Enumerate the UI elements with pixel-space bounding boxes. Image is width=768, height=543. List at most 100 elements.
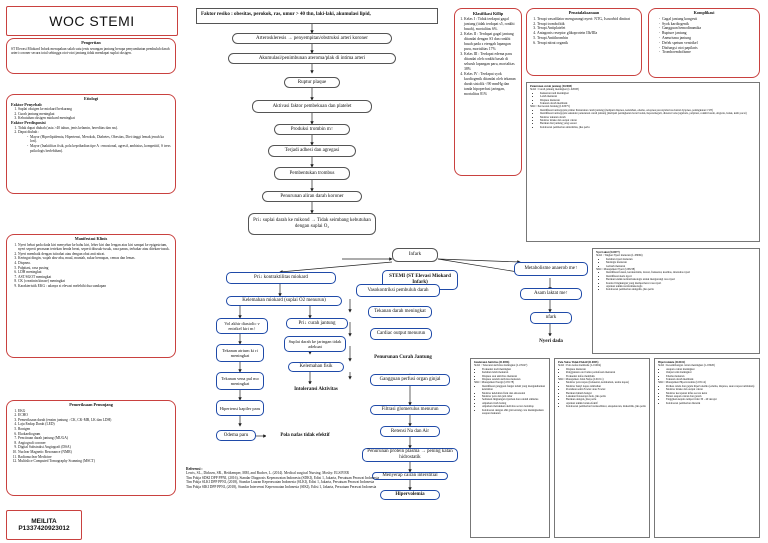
- dx-title: Hipervolemia (D.0022): [658, 361, 686, 364]
- list-item: Posisikan semi-Fowler atau Fowler: [566, 388, 646, 391]
- list-item: Tinggikan kepala tempat tidur 30 - 40 de…: [666, 398, 756, 401]
- etiologi-heading: Etiologi: [84, 96, 98, 101]
- list-item: Berikan oksigen, jika perlu: [566, 398, 646, 401]
- list-item: ECHO: [18, 413, 171, 418]
- list-item: Tekanan darah membaik: [666, 378, 756, 381]
- node-ruptur: Ruptur plaque: [284, 77, 340, 88]
- list-item: Terapi Antiplatelet: [537, 26, 638, 31]
- list-item: Meringis menurun: [606, 261, 756, 264]
- list-item: Pencitraan darah jantung (MUGA): [18, 436, 171, 441]
- referensi-item: Tim Pokja SIKI DPP PPNI, (2018), Standar…: [186, 484, 377, 489]
- list-item: Dispnea menurun: [540, 99, 756, 102]
- list-item: Terapi Antithrombin: [537, 36, 638, 41]
- node-vol-akhir: Vol akhir diastolic v entrikel kiri m↑: [216, 318, 268, 334]
- dx-hipervolemia-card: Hipervolemia (D.0022) SLKI : Keseimbanga…: [654, 358, 760, 538]
- list-item: Anjurkan melakukan aktivitas secara bert…: [482, 405, 546, 408]
- list-item: Rontgen: [18, 427, 171, 432]
- referensi-item: Tim Pokja SDKI DPP PPNI, (2016), Standar…: [186, 475, 380, 480]
- list-item: Gangguan hemodinamika: [662, 26, 756, 31]
- node-menyerap: Menyerap cairan interstitial: [372, 472, 448, 480]
- list-item: Dispnea menurun: [566, 368, 646, 371]
- list-item: Monitor bunyi napas tambahan: [566, 385, 646, 388]
- node-penurunan-cj: Penurunan Curah Jantung: [362, 352, 444, 364]
- list-item: Kekuatan nadi meningkat: [540, 92, 756, 95]
- dx-siki: SIKI : Manajemen Energi (I.05178): [474, 381, 515, 385]
- komplikasi-card: Komplikasi Gagal jantung kongesti Syok k…: [648, 8, 760, 78]
- list-item: Suplai oksigen ke miokard berkurang: [18, 107, 171, 112]
- list-item: LDH meningkat: [18, 270, 171, 275]
- list-item: Kelas I : Tidak terdapat gagal jantung (…: [464, 17, 518, 32]
- list-item: Ajarkan teknik nonfarmakologis: [606, 285, 756, 288]
- list-item: Penggunaan otot bantu pernafasan menurun: [566, 371, 646, 374]
- dx-slki: SLKI : Tingkat Nyeri menurun (L.08066): [596, 254, 643, 258]
- list-item: Frekuensi nafas membaik: [566, 375, 646, 378]
- dx-title: Pola Nafas Tidak Efektif (D.0005): [558, 361, 599, 364]
- list-item: Monitor kecepatan infus secara ketat: [666, 392, 756, 395]
- list-item: Dispnea setelah aktivitas menurun: [482, 378, 546, 381]
- list-item: Identifikasi skala nyeri: [606, 275, 756, 278]
- node-intoleransi: Intoleransi Aktivitas: [280, 384, 352, 396]
- node-penurunan-plasma: Penurunan protein plasma → pening katan …: [362, 448, 458, 462]
- list-item: Lakukan fisioterapi dada, jika perlu: [566, 395, 646, 398]
- dx-slki: SLKI : Keseimbangan cairan meningkat (L.…: [658, 364, 716, 368]
- node-arteroskleresis: Arteroskleresis → penyempitan/obstruksi …: [232, 33, 392, 44]
- node-curah-jantung: Pri↓ curah jantung: [286, 318, 348, 329]
- list-item: Ekokardiogram: [18, 432, 171, 437]
- dx-slki-list: Kekuatan nadi meningkat Lelah menurun Di…: [530, 92, 756, 106]
- node-adhesi: Terjadi adhesi dan agregasi: [268, 145, 356, 157]
- list-item: Keringat dingin, wajah abu-abu, mual, mu…: [18, 256, 171, 261]
- list-item: Frekuensi nadi meningkat: [482, 368, 546, 371]
- manifestasi-heading: Manifestasi Klinis: [74, 236, 108, 241]
- dx-slki: SLKI : Toleransi aktivitas meningkat (L.…: [474, 364, 528, 368]
- list-item: Identifikasi lokasi, karakteristik, dura…: [606, 271, 756, 274]
- dx-slki: SLKI : Curah jantung meningkat (L.02008): [530, 88, 579, 92]
- penunjang-list: EKG ECHO Pemeriksaan darah (enzim jantun…: [11, 409, 171, 464]
- student-name: MEILITA: [31, 518, 57, 525]
- list-item: Aneurisma jantung: [662, 36, 756, 41]
- dx-pola-napas-card: Pola Nafas Tidak Efektif (D.0005) SLKI :…: [554, 358, 650, 538]
- pengertian-card: Pengertian ST Elevasi Miokard Infark mer…: [6, 38, 176, 74]
- poster-title: WOC STEMI: [6, 6, 178, 36]
- list-item: Mayor (Hiperlipidemia, Hipertensi, Merok…: [30, 135, 171, 144]
- list-item: Anjurkan tirah baring: [482, 402, 546, 405]
- dx-siki: SIKI : Manajemen Hipervolemia (I.03114): [658, 381, 706, 385]
- dx-title: Intoleransi Aktivitas (D.0056): [474, 361, 510, 364]
- dx-siki: SIKI : Perawatan Jantung (I.02075): [530, 105, 570, 109]
- list-item: Disfungsi otot papilaris: [662, 46, 756, 51]
- node-retensi: Retensi Na dan Air: [380, 426, 440, 437]
- pengertian-text: ST Elevasi Miokard Infark merupakan sala…: [11, 46, 170, 56]
- list-item: Identifikasi gangguan fungsi tubuh yang …: [482, 385, 546, 392]
- list-item: Identifikasi tanda/gejala sekunder penur…: [540, 112, 756, 115]
- node-pola-napas: Pola nafas tidak efektif: [266, 430, 344, 442]
- dx-title: Nyeri akut (D.0077): [596, 251, 620, 254]
- node-hipervolemia: Hipervolemia: [380, 490, 440, 500]
- faktor-penyebab-list: Suplai oksigen ke miokard berkurang Cura…: [11, 107, 171, 121]
- list-item: Nyeri hebat pada dada kiri menyebar ke b…: [18, 243, 171, 252]
- node-gangguan-perfusi: Gangguan perfusi organ ginjal: [370, 374, 450, 386]
- list-item: Ajarkan teknik batuk efektif: [566, 402, 646, 405]
- node-cardiac: Cardiac output menurun: [370, 328, 432, 340]
- list-item: Kelas III : Terdapat edema paru ditandai…: [464, 52, 518, 72]
- identity-box: MEILITA P1337420923012: [6, 510, 82, 540]
- node-nfark: nfark: [530, 312, 572, 324]
- node-vasokontriksi: Vasokontriksi pembuluh darah: [356, 284, 440, 297]
- list-item: Kolaborasi pemberian antiaritmia, jika p…: [540, 126, 756, 129]
- list-item: Nuclear Magnetic Resonance (NMR): [18, 450, 171, 455]
- list-item: Monitor tekanan darah: [540, 116, 756, 119]
- node-hipertensi: Hipertensi kapiler paru: [216, 400, 264, 416]
- penunjang-card: Pemeriksaan Penunjang EKG ECHO Pemeriksa…: [6, 400, 176, 496]
- list-item: Kolaborasi pemberian analgetik, jika per…: [606, 288, 756, 291]
- list-item: Monitor intake dan output cairan: [540, 119, 756, 122]
- list-item: Angiografi coroner: [18, 441, 171, 446]
- list-item: Identifikasi tanda/gejala primer Penurun…: [540, 109, 756, 112]
- dx-slki: SLKI : Pola nafas membaik (L.01004): [558, 364, 602, 368]
- dx-siki-list: Monitor pola napas (frekuensi, kedalaman…: [558, 381, 646, 408]
- list-item: Pemeriksaan darah (enzim jantung : CK, C…: [18, 418, 171, 423]
- list-item: Antagonis reseptor glikoprotein IIb/IIIa: [537, 31, 638, 36]
- list-item: Sediakan lingkungan nyaman dan rendah st…: [482, 398, 546, 401]
- list-item: Rupture jantung: [662, 31, 756, 36]
- list-item: Terapi nitrat organik: [537, 41, 638, 46]
- list-item: Kolaborasi pemberian diuretik: [666, 402, 756, 405]
- node-trombus: Pembentukan trombus: [274, 167, 350, 180]
